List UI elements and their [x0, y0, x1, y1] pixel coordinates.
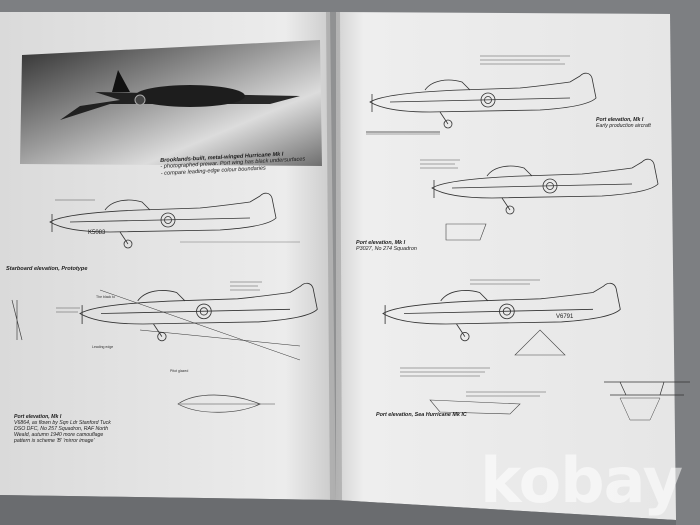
- wing-detail-right: [429, 399, 521, 415]
- serial-prototype: K5083: [88, 230, 106, 236]
- scale-bar: [366, 131, 440, 135]
- sea-hurricane-bottom: [382, 282, 621, 356]
- svg-text:The black to: The black to: [96, 295, 115, 299]
- right-page: [336, 12, 676, 520]
- svg-text:Leading edge: Leading edge: [92, 345, 113, 349]
- biplane-sketch: [604, 381, 690, 421]
- right-bottom-caption: Port elevation, Sea Hurricane Mk IC: [376, 412, 467, 418]
- port-elevation-mki-drawing: The black to Leading edge Pitot glazed: [11, 282, 318, 373]
- right-mid-caption: Port elevation, Mk I P3027, No 274 Squad…: [356, 240, 417, 253]
- p3027-drawing: [431, 158, 659, 241]
- serial-sea-hurricane: V6791: [556, 314, 574, 320]
- watermark: kobay: [480, 444, 683, 517]
- starboard-elevation-drawing: [49, 192, 300, 249]
- right-top-caption: Port elevation, Mk I Early production ai…: [596, 117, 651, 129]
- wing-underside-detail: [177, 394, 275, 413]
- annotation-lines: [56, 55, 570, 397]
- hurricane-photo: [20, 40, 322, 166]
- port-elevation-mki-caption: Port elevation, Mk I V6864, as flown by …: [14, 414, 111, 444]
- svg-text:Pitot glazed: Pitot glazed: [170, 369, 188, 373]
- starboard-elevation-title: Starboard elevation, Prototype: [6, 266, 88, 272]
